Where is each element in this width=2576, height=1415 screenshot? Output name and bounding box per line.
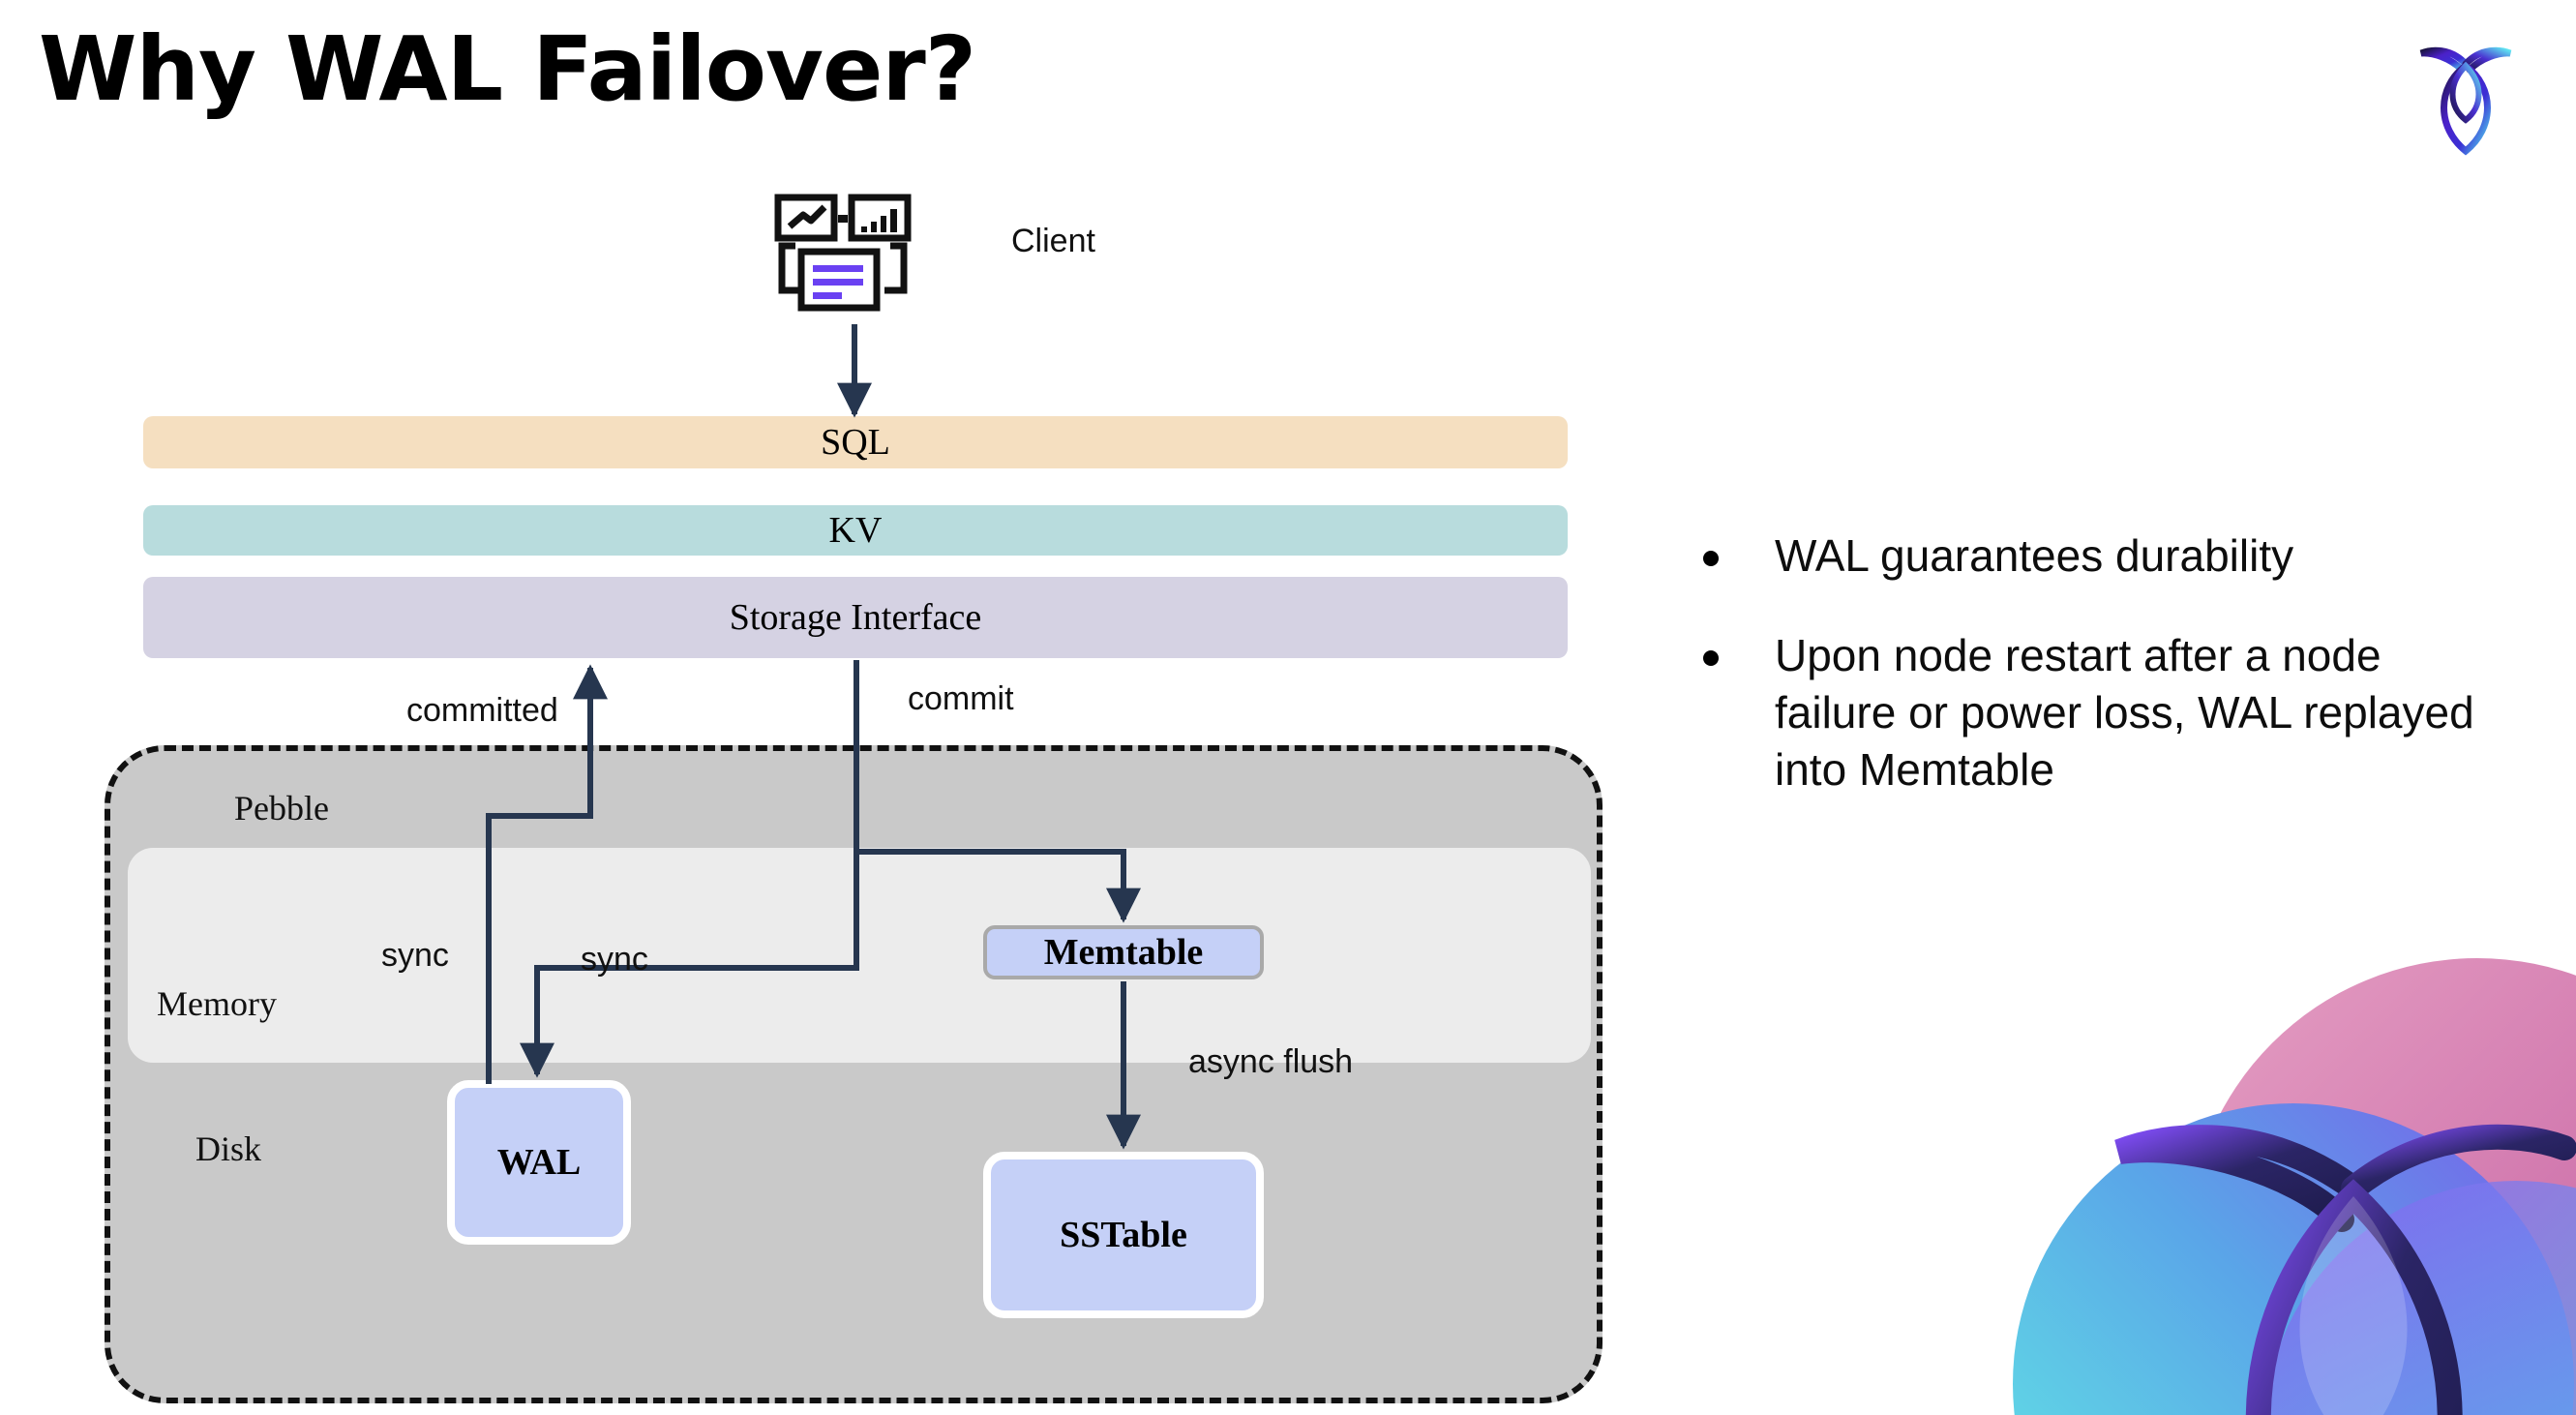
page-title: Why WAL Failover? xyxy=(39,17,976,121)
layer-bar-kv: KV xyxy=(143,505,1568,556)
bullet-list: WAL guarantees durability Upon node rest… xyxy=(1703,527,2497,841)
disk-label: Disk xyxy=(195,1129,262,1168)
client-label: Client xyxy=(1011,223,1095,259)
node-wal-label: WAL xyxy=(496,1142,582,1183)
edge-label-async-flush: async flush xyxy=(1188,1043,1354,1080)
layer-bar-storage-interface: Storage Interface xyxy=(143,577,1568,658)
node-sstable: SSTable xyxy=(983,1152,1264,1318)
list-item: Upon node restart after a node failure o… xyxy=(1703,627,2497,798)
memory-label: Memory xyxy=(157,984,277,1023)
edge-label-sync-right: sync xyxy=(581,941,648,978)
memory-region xyxy=(128,848,1591,1063)
node-sstable-label: SSTable xyxy=(1060,1215,1187,1255)
layer-bar-storage-label: Storage Interface xyxy=(729,597,982,638)
node-wal: WAL xyxy=(447,1080,631,1245)
layer-bar-sql: SQL xyxy=(143,416,1568,468)
edge-label-commit: commit xyxy=(908,680,1014,717)
edge-label-committed: committed xyxy=(406,692,558,729)
node-memtable-label: Memtable xyxy=(1043,932,1204,973)
layer-bar-kv-label: KV xyxy=(828,510,883,551)
client-monitor-chart-icon xyxy=(774,194,929,319)
bullet-text: WAL guarantees durability xyxy=(1775,530,2294,581)
gradient-circles-logo-decoration xyxy=(1974,929,2576,1415)
pebble-label: Pebble xyxy=(234,789,329,828)
pebble-container: Pebble Memory Disk xyxy=(105,745,1603,1403)
list-item: WAL guarantees durability xyxy=(1703,527,2497,585)
bullet-dot-icon xyxy=(1703,649,1719,666)
layer-bar-sql-label: SQL xyxy=(821,422,890,463)
bullet-dot-icon xyxy=(1703,551,1719,566)
edge-label-sync-left: sync xyxy=(381,937,449,974)
node-memtable: Memtable xyxy=(983,925,1264,979)
cockroach-logo-icon xyxy=(2408,37,2524,163)
bullet-text: Upon node restart after a node failure o… xyxy=(1775,629,2474,795)
